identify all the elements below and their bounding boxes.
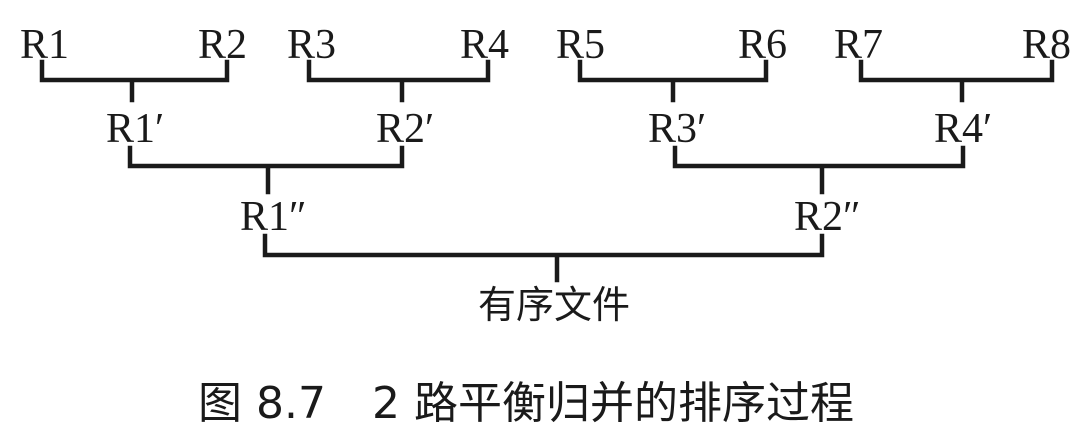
merge-bracket-r1-r2 <box>39 59 230 103</box>
merge-bracket-r3-r4 <box>306 59 491 103</box>
figure-number: 图 8.7 <box>198 378 326 429</box>
run-r2-double-prime: R2″ <box>794 194 861 240</box>
merge-bracket-r3p-r4p <box>672 145 966 195</box>
run-r4: R4 <box>460 22 509 68</box>
run-r2: R2 <box>198 22 247 68</box>
run-r8: R8 <box>1022 22 1071 68</box>
sorted-file-label: 有序文件 <box>478 283 630 327</box>
run-r3-prime: R3′ <box>648 106 706 152</box>
merge-bracket-r1p-r2p <box>127 145 405 195</box>
merge-bracket-final <box>262 233 825 283</box>
run-r1-double-prime: R1″ <box>240 194 307 240</box>
merge-bracket-r5-r6 <box>577 59 769 103</box>
run-r1-prime: R1′ <box>106 106 164 152</box>
run-r3: R3 <box>287 22 336 68</box>
merge-bracket-r7-r8 <box>858 59 1055 103</box>
run-r7: R7 <box>834 22 883 68</box>
run-r1: R1 <box>20 22 69 68</box>
run-r4-prime: R4′ <box>934 106 992 152</box>
run-r2-prime: R2′ <box>376 106 434 152</box>
figure-caption: 2 路平衡归并的排序过程 <box>372 378 854 429</box>
run-r6: R6 <box>738 22 787 68</box>
